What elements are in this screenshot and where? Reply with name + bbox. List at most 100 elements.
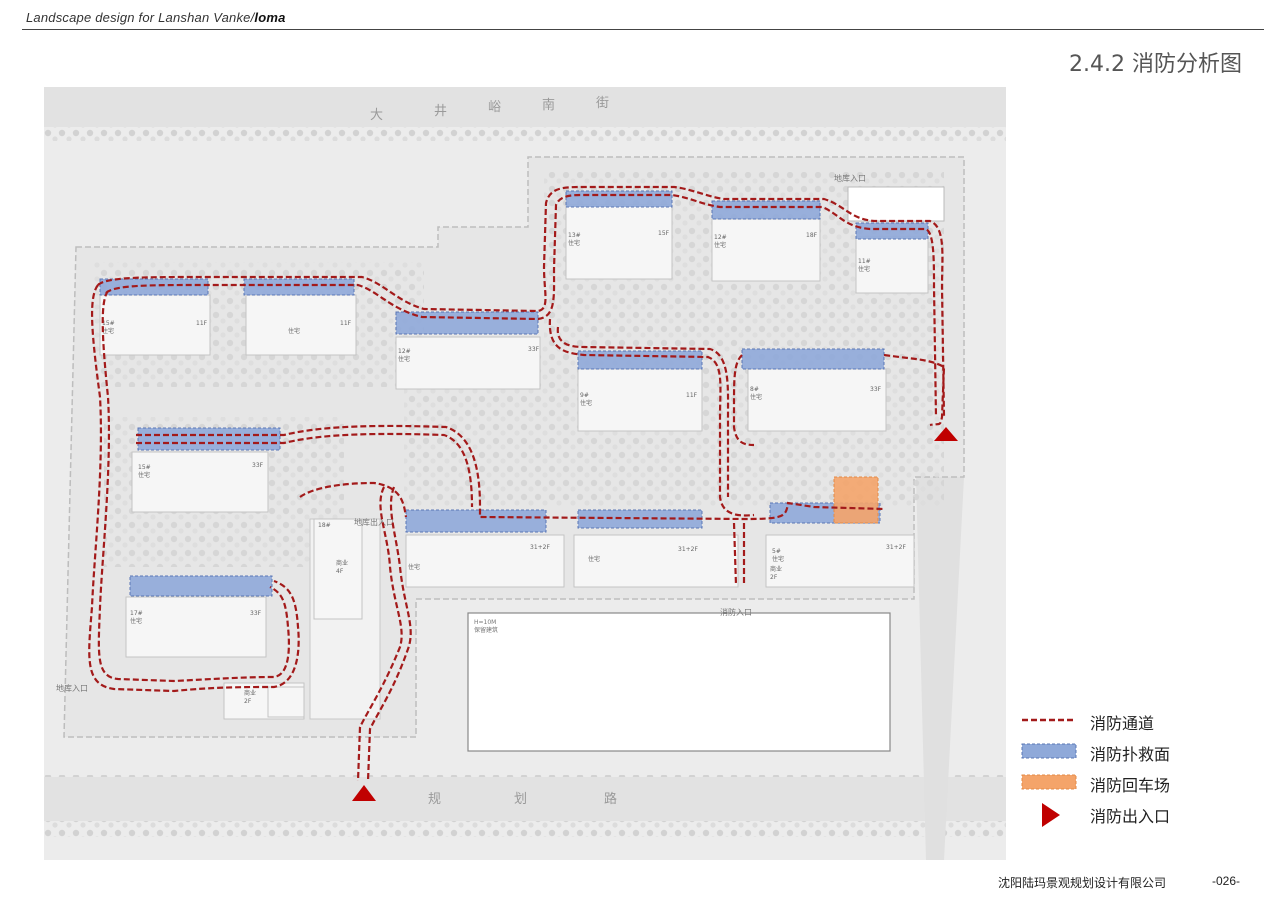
- north-tree-row: [44, 127, 1006, 141]
- footer-page-number: -026-: [1212, 874, 1241, 888]
- building-b13-floors: 31+2F: [530, 544, 550, 551]
- building-b12-use: 商业: [244, 689, 256, 697]
- fire-lane-west-outer: [88, 284, 300, 693]
- legend-swatch-entry: [1042, 803, 1060, 827]
- building-b4: [565, 204, 673, 280]
- fire-lane-middle-inner: [136, 432, 474, 508]
- rescue-area-9: [137, 427, 281, 451]
- rescue-area-10: [129, 575, 273, 597]
- fire-entry-marker-south: [352, 785, 376, 801]
- legend-label-turnaround: 消防回车场: [1090, 776, 1171, 795]
- fire-lane-east-outer: [548, 318, 755, 517]
- legend-item-turnaround: 消防回车场: [1020, 772, 1220, 795]
- footer-company: 沈阳陆玛景观规划设计有限公司: [998, 876, 1167, 890]
- fire-lane-fire-entry-left: [732, 522, 738, 586]
- fire-lane-south-right: [366, 486, 412, 782]
- rescue-area-6: [855, 222, 929, 240]
- building-b10: [125, 596, 267, 658]
- rescue-area-4: [565, 190, 673, 208]
- header-rule: [22, 29, 1264, 30]
- building-b2-floors: 11F: [340, 320, 352, 327]
- building-b8: [747, 368, 887, 432]
- south-street-char-1: 规: [428, 792, 441, 807]
- north-street-char-2: 井: [434, 104, 447, 119]
- building-b10-no: 17#: [130, 610, 143, 617]
- rescue-area-2: [243, 278, 355, 296]
- header-title: Landscape design for Lanshan Vanke/loma: [26, 10, 286, 25]
- fire-lane-middle-outer: [136, 424, 885, 521]
- header-title-prefix: Landscape design for Lanshan Vanke/: [26, 10, 255, 25]
- building-b1-floors: 11F: [196, 320, 208, 327]
- south-street: [44, 777, 1006, 821]
- south-tree-row-2: [44, 821, 1006, 837]
- north-street-char-1: 大: [370, 108, 383, 123]
- building-b3-floors: 33F: [528, 346, 540, 353]
- building-b14-use: 住宅: [588, 555, 600, 563]
- label-garage-exit: 地库出入口: [354, 517, 394, 527]
- section-title: 2.4.2 消防分析图: [1069, 52, 1242, 77]
- building-b15: [765, 534, 915, 588]
- site-plan: H=10M 保留建筑 15# 住宅 11F 住宅 11F 12# 住宅 33F …: [44, 87, 1006, 860]
- north-street-char-3: 峪: [488, 100, 501, 115]
- fire-lane-east-right-outer: [883, 353, 946, 427]
- building-b7-floors: 11F: [686, 392, 698, 399]
- label-fire-entry: 消防入口: [720, 607, 752, 617]
- building-b9-use: 住宅: [138, 471, 150, 479]
- building-b9-floors: 33F: [252, 462, 264, 469]
- fire-lane-top-left-inner: [105, 193, 938, 418]
- building-b16-use: 商业: [770, 565, 782, 573]
- label-garage-entry-ne: 地库入口: [834, 173, 866, 183]
- building-b13: [405, 534, 565, 588]
- building-b5-floors: 18F: [806, 232, 818, 239]
- building-b7-no: 9#: [580, 392, 589, 399]
- fire-lanes: [88, 185, 946, 782]
- building-b14-floors: 31+2F: [678, 546, 698, 553]
- rescue-area-11: [405, 509, 547, 533]
- rescue-area-5: [711, 200, 821, 220]
- north-street-char-5: 街: [596, 96, 609, 111]
- north-street: [44, 87, 1006, 127]
- fire-entry-marker-east: [934, 427, 958, 441]
- building-b10-floors: 33F: [250, 610, 262, 617]
- building-b11-floors: 4F: [336, 568, 344, 575]
- ne-building: [847, 186, 945, 222]
- building-b3-use: 住宅: [398, 355, 410, 363]
- turnaround-area: [833, 476, 879, 524]
- legend-label-fire-lane: 消防通道: [1090, 714, 1155, 733]
- legend-swatch-fire-lane: [1022, 718, 1076, 722]
- legend-item-entry: 消防出入口: [1020, 803, 1220, 827]
- building-b1: [99, 294, 211, 356]
- building-b16: [267, 686, 305, 718]
- legend-swatch-rescue-area: [1021, 743, 1077, 759]
- building-b4-use: 住宅: [568, 239, 580, 247]
- building-b1-use: 住宅: [102, 327, 114, 335]
- fire-lane-east-inner: [556, 326, 730, 497]
- north-street-char-4: 南: [542, 97, 555, 113]
- reserved-building-label: 保留建筑: [474, 626, 498, 634]
- building-b16-floors: 2F: [770, 574, 778, 581]
- rescue-area-7: [577, 350, 703, 370]
- legend-swatch-turnaround: [1021, 774, 1077, 790]
- building-b4-floors: 15F: [658, 230, 670, 237]
- building-b6: [855, 236, 929, 294]
- building-b15-no: 5#: [772, 548, 781, 555]
- south-street-char-2: 划: [514, 792, 527, 807]
- building-b7: [577, 368, 703, 432]
- fire-lane-west-inner: [97, 290, 290, 683]
- fire-lane-south-left: [356, 486, 403, 782]
- fire-lane-loop-center: [299, 481, 408, 518]
- building-b8-use: 住宅: [750, 393, 762, 401]
- legend-label-entry: 消防出入口: [1090, 807, 1171, 826]
- rescue-area-1: [99, 278, 209, 296]
- label-garage-entry-w: 地库入口: [56, 683, 88, 693]
- building-b5: [711, 218, 821, 282]
- building-b6-use: 住宅: [858, 265, 870, 273]
- building-b15-floors: 31+2F: [886, 544, 906, 551]
- building-b13-use: 住宅: [408, 563, 420, 571]
- buildings: [99, 204, 929, 720]
- building-b9-no: 15#: [138, 464, 151, 471]
- building-b5-use: 住宅: [714, 241, 726, 249]
- fire-lane-top-left-outer: [97, 185, 946, 418]
- south-street-char-3: 路: [604, 791, 617, 807]
- building-b11-use: 商业: [336, 559, 348, 567]
